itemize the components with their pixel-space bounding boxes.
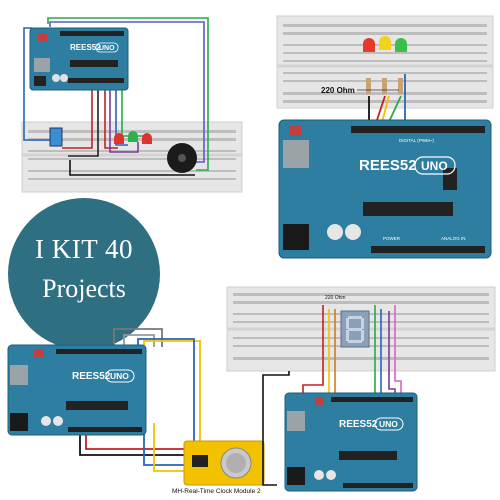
- badge-title: I KIT 40: [35, 234, 133, 264]
- led-yellow: [379, 36, 391, 50]
- arduino-board: REES52 UNO DIGITAL (PWM~) POWER ANALOG I…: [278, 119, 492, 259]
- rtc-module: [183, 440, 265, 486]
- analog-pins-label: ANALOG IN: [441, 236, 466, 241]
- arduino-board: REES52 UNO: [284, 392, 418, 492]
- led-red-1: [114, 133, 124, 144]
- rtc-module-label: MH-Real-Time Clock Module 2: [172, 488, 261, 495]
- led-red: [363, 38, 375, 52]
- circuit-bottom-left: REES52 UNO MH-Real-Time Clock Module 2: [4, 325, 266, 495]
- board-model-label: UNO: [110, 371, 129, 381]
- power-pins-label: POWER: [383, 236, 401, 241]
- circuit-top-right: 220 Ohm REES52 UNO DIGITAL (PWM~) POWER …: [275, 14, 495, 262]
- kit-badge: I KIT 40 Projects: [8, 198, 160, 350]
- led-green: [128, 131, 138, 142]
- circuit-bottom-right: 220 Ohm REES52 UNO: [225, 285, 497, 495]
- resistors: [366, 78, 403, 94]
- arduino-board: REES52 UNO: [29, 27, 129, 91]
- resistor-label: 220 Ohm: [321, 86, 355, 95]
- led-green: [395, 38, 407, 52]
- board-brand-label: REES52: [72, 371, 111, 382]
- badge-subtitle: Projects: [42, 274, 126, 303]
- board-brand-label: REES52: [359, 157, 417, 174]
- resistor-label: 220 Ohm: [325, 295, 346, 301]
- led-red-2: [142, 133, 152, 144]
- board-model-label: UNO: [421, 159, 448, 173]
- board-brand-label: REES52: [70, 43, 101, 52]
- board-model-label: UNO: [99, 45, 115, 52]
- board-model-label: UNO: [379, 419, 398, 429]
- digital-pins-label: DIGITAL (PWM~): [399, 138, 434, 143]
- arduino-board: REES52 UNO: [7, 344, 147, 436]
- board-brand-label: REES52: [339, 419, 378, 430]
- temperature-sensor: [49, 127, 63, 147]
- circuit-top-left: REES52 UNO: [10, 10, 245, 195]
